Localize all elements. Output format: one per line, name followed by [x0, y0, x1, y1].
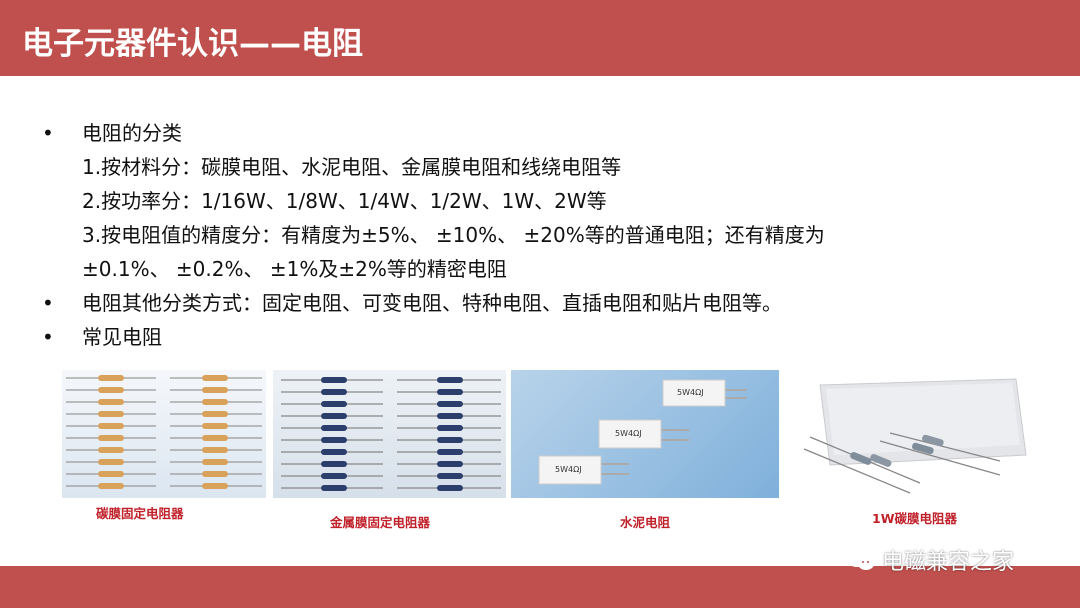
carbon-film-caption: 碳膜固定电阻器: [96, 506, 184, 521]
wechat-icon: [846, 548, 876, 572]
list-item: • 电阻其他分类方式：固定电阻、可变电阻、特种电阻、直插电阻和贴片电阻等。: [42, 286, 1042, 320]
bullet-icon: •: [42, 121, 54, 145]
cement-label: 5W4ΩJ: [555, 465, 582, 474]
resistor-row: [66, 375, 262, 381]
metal-film-caption: 金属膜固定电阻器: [330, 515, 431, 530]
list-item-text: 3.按电阻值的精度分：有精度为±5%、 ±10%、 ±20%等的普通电阻；还有精…: [82, 223, 825, 247]
list-item-text: 常见电阻: [82, 325, 162, 349]
cement-label: 5W4ΩJ: [677, 388, 704, 397]
slide-content: • 电阻的分类 1.按材料分：碳膜电阻、水泥电阻、金属膜电阻和线绕电阻等 2.按…: [42, 116, 1042, 354]
footer-bar: [0, 566, 1080, 608]
carbon-film-resistor-photo: [62, 370, 266, 498]
list-item-text: ±0.1%、 ±0.2%、 ±1%及±2%等的精密电阻: [82, 257, 507, 281]
watermark-text: 电磁兼容之家: [882, 550, 1015, 575]
cement-label: 5W4ΩJ: [615, 429, 642, 438]
page-title: 电子元器件认识——电阻: [22, 26, 363, 62]
watermark: 电磁兼容之家: [846, 544, 1014, 576]
list-item-text: 电阻的分类: [82, 121, 182, 145]
list-item: • 电阻的分类: [42, 116, 1042, 150]
list-item-text: 电阻其他分类方式：固定电阻、可变电阻、特种电阻、直插电阻和贴片电阻等。: [82, 291, 782, 315]
list-item: 2.按功率分：1/16W、1/8W、1/4W、1/2W、1W、2W等: [42, 184, 1042, 218]
cement-resistor-top: [662, 379, 747, 407]
cement-caption: 水泥电阻: [620, 515, 671, 530]
list-item: 3.按电阻值的精度分：有精度为±5%、 ±10%、 ±20%等的普通电阻；还有精…: [42, 218, 1042, 252]
cement-resistor-middle: [598, 419, 689, 449]
metal-film-resistor-photo: [273, 370, 506, 498]
bullet-icon: •: [42, 325, 54, 349]
list-item-text: 2.按功率分：1/16W、1/8W、1/4W、1/2W、1W、2W等: [82, 189, 607, 213]
bagged-resistor-photo: [800, 375, 1032, 503]
header-bar: 电子元器件认识——电阻: [0, 0, 1080, 76]
list-item: • 常见电阻: [42, 320, 1042, 354]
bullet-icon: •: [42, 291, 54, 315]
1w-carbon-film-caption: 1W碳膜电阻器: [872, 511, 957, 526]
cement-resistor-bottom: [538, 455, 629, 485]
cement-resistor-photo: 5W4ΩJ 5W4ΩJ 5W4ΩJ: [511, 370, 779, 498]
list-item-text: 1.按材料分：碳膜电阻、水泥电阻、金属膜电阻和线绕电阻等: [82, 155, 622, 179]
list-item: ±0.1%、 ±0.2%、 ±1%及±2%等的精密电阻: [42, 252, 1042, 286]
list-item: 1.按材料分：碳膜电阻、水泥电阻、金属膜电阻和线绕电阻等: [42, 150, 1042, 184]
